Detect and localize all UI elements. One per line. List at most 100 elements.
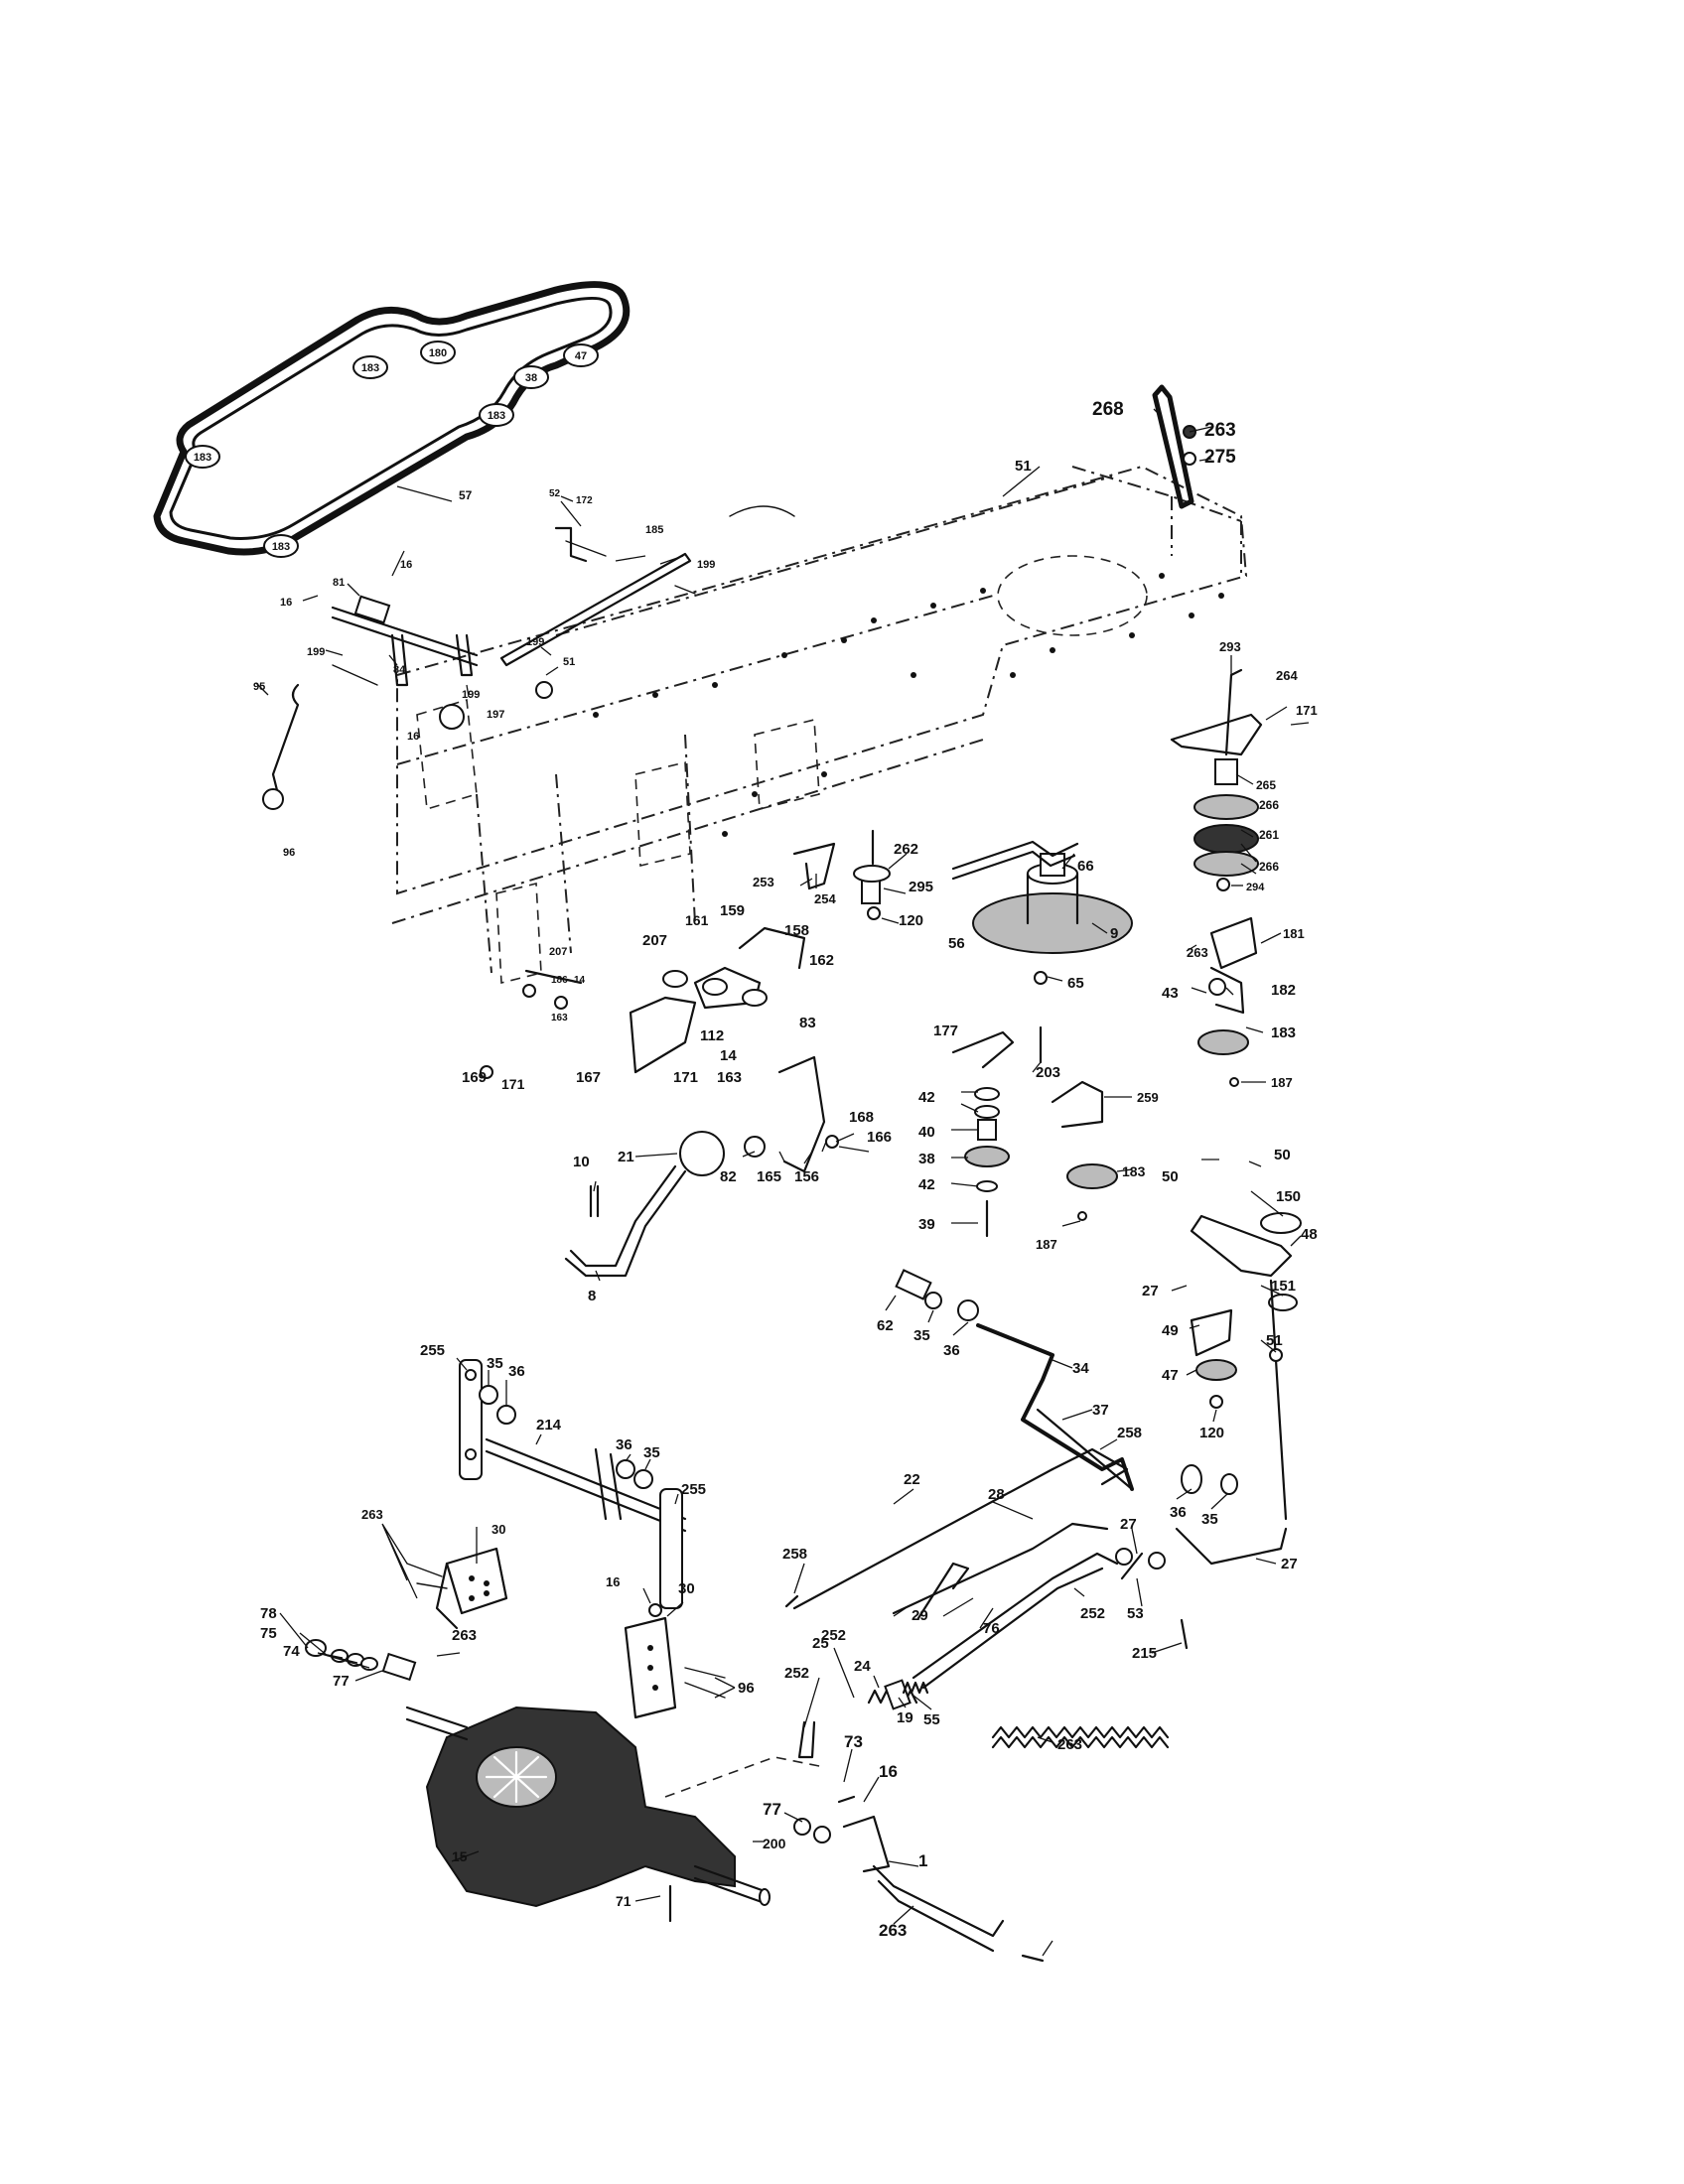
callout-label: 172	[576, 495, 593, 506]
callout-label: 96	[738, 1680, 755, 1697]
callout-label: 40	[918, 1124, 935, 1141]
callout-label: 28	[988, 1486, 1005, 1503]
callout-label: 263	[452, 1627, 477, 1644]
callout-label: 120	[899, 912, 923, 929]
callout-label: 266	[1259, 860, 1279, 874]
center-pulley-stack	[951, 1030, 1015, 1238]
callout-label: 252	[1080, 1605, 1105, 1622]
callout-label: 62	[877, 1317, 894, 1334]
callout-label: 158	[784, 922, 809, 939]
callout-label: 264	[1276, 668, 1298, 683]
callout-label: 27	[1142, 1283, 1159, 1299]
callout-label: 15	[452, 1848, 468, 1864]
belt-callout-label: 38	[525, 372, 537, 384]
callout-label: 203	[1036, 1064, 1060, 1081]
callout-label: 47	[1162, 1367, 1179, 1384]
callout-label: 82	[720, 1168, 737, 1185]
belt-callout-label: 183	[272, 541, 290, 553]
callout-label: 187	[1271, 1075, 1293, 1090]
upper-left-linkage	[261, 526, 696, 810]
callout-label: 35	[1201, 1511, 1218, 1528]
callout-label: 36	[616, 1436, 632, 1453]
callout-label: 14	[720, 1047, 737, 1064]
drive-belt	[153, 281, 631, 556]
belt-callout-label: 183	[361, 362, 379, 374]
callout-label: 36	[1170, 1504, 1187, 1521]
callout-label: 177	[933, 1023, 958, 1039]
callout-label: 51	[1015, 458, 1032, 475]
callout-label: 84	[393, 664, 406, 676]
callout-label: 52	[549, 488, 561, 499]
callout-label: 171	[501, 1076, 525, 1092]
callout-label: 200	[763, 1836, 786, 1851]
bracket-259	[1051, 1080, 1118, 1221]
callout-label: 19	[897, 1709, 913, 1726]
callout-label: 253	[753, 875, 774, 889]
callout-label: 255	[681, 1481, 706, 1498]
belt-callout-180: 180	[420, 341, 456, 364]
callout-label: 55	[923, 1711, 940, 1728]
callout-label: 275	[1204, 447, 1236, 468]
callout-label: 156	[794, 1168, 819, 1185]
callout-label: 166	[867, 1129, 892, 1146]
callout-label: 71	[616, 1893, 632, 1909]
callout-label: 53	[1127, 1605, 1144, 1622]
callout-label: 51	[563, 656, 575, 668]
callout-label: 30	[491, 1522, 505, 1537]
belt-callout-47: 47	[563, 343, 599, 367]
callout-label: 265	[1256, 778, 1276, 792]
callout-label: 21	[618, 1149, 634, 1165]
callout-label: 187	[1036, 1237, 1057, 1252]
brake-arm-71	[793, 1795, 1045, 1963]
callout-label: 263	[1057, 1736, 1082, 1753]
callout-label: 35	[487, 1355, 503, 1372]
callout-label: 199	[307, 646, 325, 658]
callout-label: 10	[573, 1154, 590, 1170]
callout-label: 268	[1092, 399, 1124, 420]
callout-label: 36	[943, 1342, 960, 1359]
callout-label: 167	[576, 1069, 601, 1086]
callout-label: 39	[918, 1216, 935, 1233]
callout-label: 183	[1271, 1024, 1296, 1041]
belt-callout-183b: 183	[479, 403, 514, 427]
callout-label: 50	[1274, 1147, 1291, 1163]
belt-callout-183d: 183	[263, 534, 299, 558]
callout-label: 259	[1137, 1090, 1159, 1105]
callout-label: 30	[678, 1580, 695, 1597]
idler-arm-66	[951, 840, 1079, 881]
callout-label: 24	[854, 1658, 871, 1675]
rods	[784, 1467, 1189, 1690]
callout-label: 263	[1187, 945, 1208, 960]
callout-label: 161	[685, 912, 709, 928]
callout-label: 199	[697, 559, 715, 571]
callout-label: 16	[606, 1574, 620, 1589]
callout-label: 83	[799, 1015, 816, 1031]
callout-label: 263	[879, 1921, 907, 1940]
part-callouts: 57 52 172 185 199 81 16 16 199 84 199 19…	[253, 399, 1318, 1940]
callout-label: 42	[918, 1089, 935, 1106]
callout-label: 27	[1120, 1516, 1137, 1533]
callout-label: 295	[909, 879, 933, 895]
callout-label: 25	[812, 1635, 829, 1652]
control-plate-48	[1190, 1212, 1302, 1521]
callout-label: 181	[1283, 926, 1305, 941]
callout-label: 9	[1110, 925, 1118, 942]
callout-label: 65	[1067, 975, 1084, 992]
callout-label: 215	[1132, 1645, 1157, 1662]
callout-label: 22	[904, 1471, 920, 1488]
callout-label: 27	[1281, 1556, 1298, 1572]
belt-callout-183c: 183	[185, 445, 220, 469]
callout-label: 75	[260, 1625, 277, 1642]
callout-label: 261	[1259, 828, 1279, 842]
callout-label: 255	[420, 1342, 445, 1359]
engine-pulley-9	[972, 853, 1133, 1064]
bracket-253	[792, 842, 836, 890]
callout-label: 182	[1271, 982, 1296, 999]
callout-label: 214	[536, 1417, 562, 1433]
callout-label: 73	[844, 1732, 863, 1751]
callout-label: 34	[1072, 1360, 1089, 1377]
callout-label: 57	[459, 488, 473, 502]
callout-label: 183	[1122, 1163, 1146, 1179]
shift-lever-268	[1152, 384, 1196, 509]
